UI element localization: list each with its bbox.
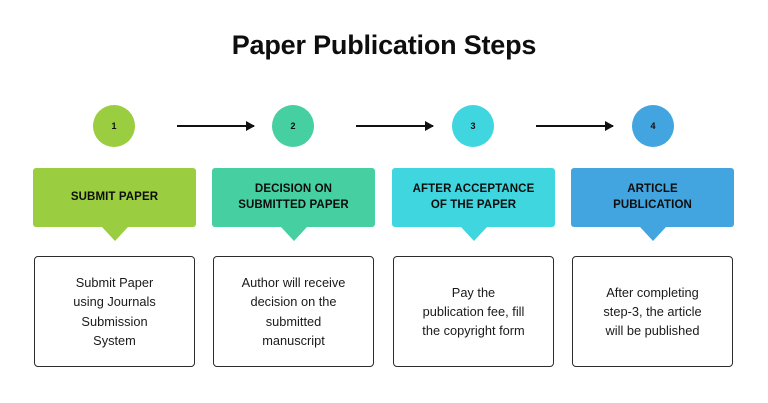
step-circle-2: 2 — [272, 105, 314, 147]
step-banner-2-label: DECISION ON SUBMITTED PAPER — [238, 182, 349, 211]
step-description-4-text: After completing step-3, the article wil… — [603, 284, 702, 339]
step-banner-2: DECISION ON SUBMITTED PAPER — [212, 168, 375, 241]
step-circle-4-number: 4 — [650, 121, 656, 131]
arrow-head — [425, 121, 434, 131]
step-banner-3-label: AFTER ACCEPTANCE OF THE PAPER — [412, 182, 535, 211]
step-circle-3: 3 — [452, 105, 494, 147]
step-description-box-3: Pay the publication fee, fill the copyri… — [393, 256, 554, 367]
step-description-box-1: Submit Paper using Journals Submission S… — [34, 256, 195, 367]
step-circle-2-number: 2 — [290, 121, 296, 131]
step-banner-1: SUBMIT PAPER — [33, 168, 196, 241]
step-description-box-4: After completing step-3, the article wil… — [572, 256, 733, 367]
step-circle-3-number: 3 — [470, 121, 476, 131]
step-banner-4: ARTICLE PUBLICATION — [571, 168, 734, 241]
page-title: Paper Publication Steps — [231, 30, 537, 60]
arrow-shaft — [177, 125, 254, 127]
arrow-shaft — [356, 125, 433, 127]
banner-tail-icon — [639, 227, 666, 241]
banner-tail-icon — [280, 227, 307, 241]
step-circle-1-number: 1 — [111, 121, 117, 131]
step-description-3-text: Pay the publication fee, fill the copyri… — [422, 284, 525, 339]
arrow-head — [605, 121, 614, 131]
step-description-2-text: Author will receive decision on the subm… — [241, 275, 346, 348]
banner-tail-icon — [101, 227, 128, 241]
step-banner-4-label: ARTICLE PUBLICATION — [613, 182, 692, 211]
step-banner-1-label: SUBMIT PAPER — [70, 190, 159, 203]
arrow-right-icon-1-to-2 — [177, 121, 255, 131]
step-banner-3: AFTER ACCEPTANCE OF THE PAPER — [392, 168, 555, 241]
arrow-right-icon-2-to-3 — [356, 121, 434, 131]
banner-tail-icon — [460, 227, 487, 241]
step-circle-4: 4 — [632, 105, 674, 147]
arrow-head — [246, 121, 255, 131]
arrow-right-icon-3-to-4 — [536, 121, 614, 131]
step-rail: 1 2 3 4 — [0, 105, 768, 147]
step-description-box-2: Author will receive decision on the subm… — [213, 256, 374, 367]
step-description-1-text: Submit Paper using Journals Submission S… — [73, 275, 156, 348]
step-circle-1: 1 — [93, 105, 135, 147]
arrow-shaft — [536, 125, 613, 127]
